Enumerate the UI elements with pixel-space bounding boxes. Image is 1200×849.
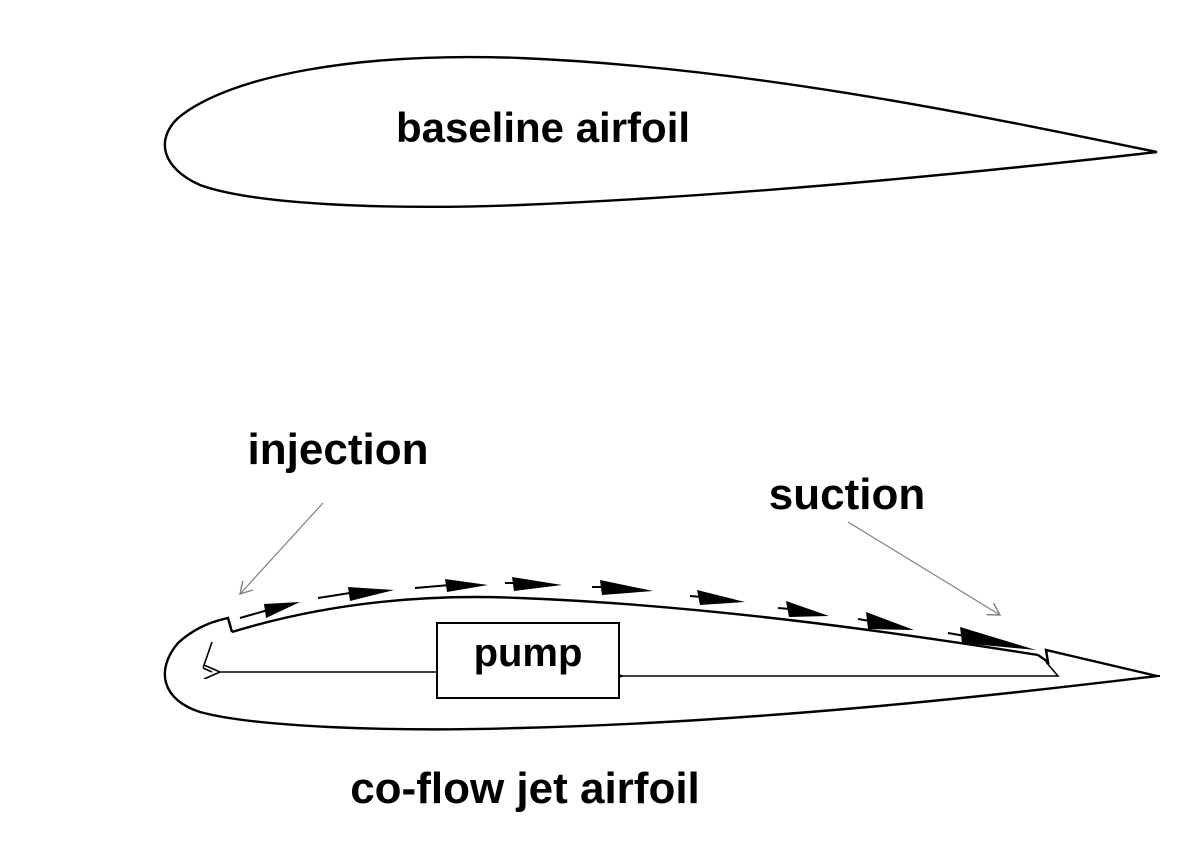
- jet-arrow: [689, 590, 745, 605]
- jet-arrow: [857, 612, 914, 630]
- injection-slot: [219, 616, 234, 633]
- internal-duct-flow: [202, 641, 1060, 676]
- jet-arrow: [505, 577, 562, 591]
- duct-to-injection-slot: [202, 641, 213, 669]
- injection-pointer: [240, 502, 324, 594]
- jet-arrow: [777, 601, 829, 617]
- pump-box: pump: [436, 622, 620, 699]
- jet-arrow: [592, 580, 653, 595]
- jet-arrow: [414, 579, 488, 592]
- suction-slot: [1037, 648, 1158, 678]
- duct-suction-branch: [622, 661, 1060, 676]
- coflow-upper-surface: [231, 595, 1039, 657]
- jet-arrow: [317, 587, 394, 601]
- duct-bend: [202, 667, 213, 673]
- jet-arrow: [947, 627, 1036, 650]
- baseline-airfoil: baseline airfoil: [163, 55, 1158, 208]
- suction-label: suction: [769, 470, 925, 519]
- coflow-airfoil-label: co-flow jet airfoil: [350, 764, 700, 813]
- injection-label: injection: [248, 425, 429, 474]
- suction-pointer: [847, 521, 1000, 615]
- pump-box-outline: [436, 622, 620, 699]
- coflow-jet-airfoil: pump injection suction co-flow jet airfo…: [163, 425, 1160, 813]
- jet-arrow: [239, 602, 300, 619]
- baseline-airfoil-outline: [163, 55, 1158, 208]
- coflow-airfoil-outline: [163, 618, 1158, 731]
- baseline-airfoil-label: baseline airfoil: [396, 104, 690, 151]
- jet-flow-arrows: [239, 577, 1036, 650]
- pump-label: pump: [474, 631, 583, 675]
